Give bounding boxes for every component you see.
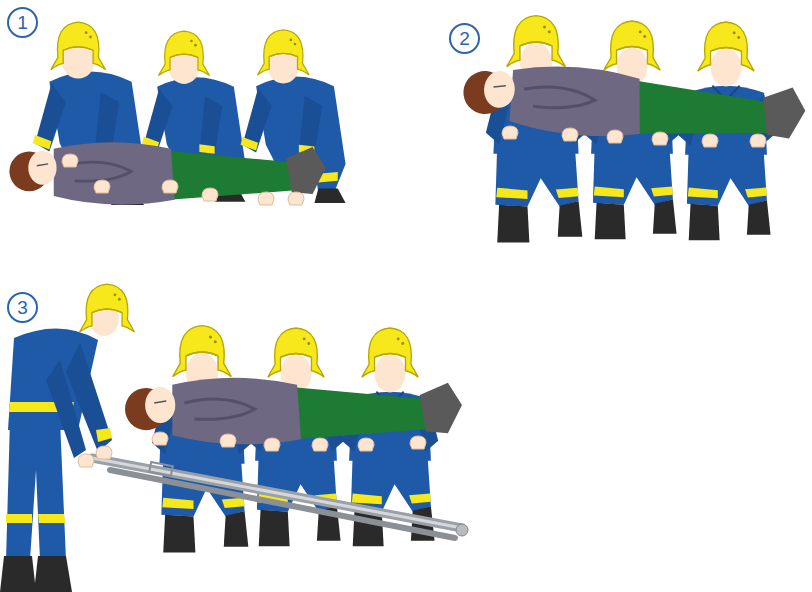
step-number-text: 3 [17, 297, 28, 319]
panel-two [461, 16, 807, 243]
panel-three [0, 284, 468, 592]
step-number: 1 [7, 7, 38, 38]
standing-firefighter [0, 284, 134, 592]
stretcher [92, 458, 468, 538]
step-number-text: 1 [17, 12, 28, 34]
step-number-text: 2 [459, 28, 470, 50]
step-number: 2 [449, 23, 480, 54]
panel-one [9, 22, 345, 205]
step-number: 3 [7, 292, 38, 323]
